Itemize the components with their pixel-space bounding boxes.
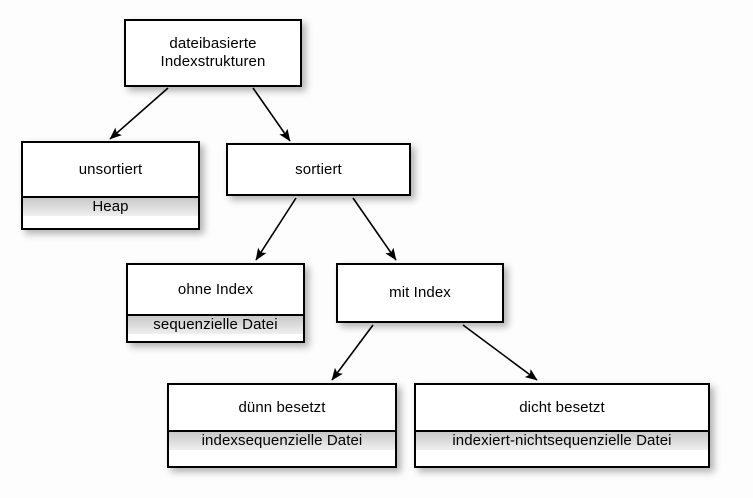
node-root[interactable]: dateibasierte Indexstrukturen xyxy=(124,19,302,87)
node-ohne-index[interactable]: ohne Index sequenzielle Datei xyxy=(126,263,305,343)
node-root-label-line1: dateibasierte xyxy=(169,35,257,53)
node-dicht-besetzt-sublabel: indexiert-nichtsequenzielle Datei xyxy=(416,430,708,450)
node-dicht-besetzt-label: dicht besetzt xyxy=(416,385,708,430)
node-duenn-besetzt-sublabel: indexsequenzielle Datei xyxy=(169,430,395,450)
node-duenn-besetzt-label: dünn besetzt xyxy=(169,385,395,430)
edge-mit-index-to-duenn xyxy=(331,324,374,381)
edge-sortiert-to-mit-index xyxy=(352,197,397,261)
edge-root-to-unsortiert xyxy=(109,87,169,140)
node-dicht-besetzt[interactable]: dicht besetzt indexiert-nichtsequenziell… xyxy=(414,383,710,468)
node-mit-index-label: mit Index xyxy=(338,265,502,321)
node-unsortiert-sublabel: Heap xyxy=(23,196,198,216)
node-ohne-index-sublabel: sequenzielle Datei xyxy=(128,314,303,334)
node-mit-index[interactable]: mit Index xyxy=(336,263,504,323)
node-unsortiert[interactable]: unsortiert Heap xyxy=(21,141,200,230)
node-unsortiert-label: unsortiert xyxy=(23,143,198,196)
node-root-label: dateibasierte Indexstrukturen xyxy=(126,21,300,85)
node-sortiert-label: sortiert xyxy=(228,145,409,194)
edge-sortiert-to-ohne-index xyxy=(255,197,297,261)
edge-root-to-sortiert xyxy=(252,87,291,142)
node-root-label-line2: Indexstrukturen xyxy=(160,53,266,70)
node-sortiert[interactable]: sortiert xyxy=(226,143,411,196)
node-ohne-index-label: ohne Index xyxy=(128,265,303,314)
node-duenn-besetzt[interactable]: dünn besetzt indexsequenzielle Datei xyxy=(167,383,397,468)
edge-mit-index-to-dicht xyxy=(462,324,538,381)
